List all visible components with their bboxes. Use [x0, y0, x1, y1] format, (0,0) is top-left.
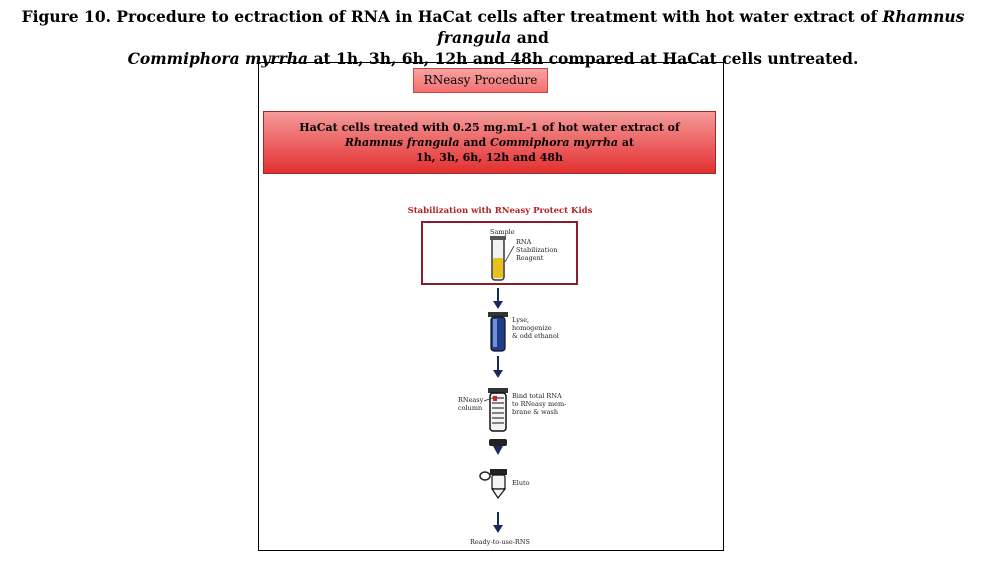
centrifuge-arrow-icon	[489, 439, 507, 455]
label-column: RNeasy column	[458, 396, 484, 412]
label-reagent: RNA Stabilization Reagent	[516, 238, 558, 262]
caption-line-1: Figure 10. Procedure to ectraction of RN…	[21, 7, 965, 47]
label-bind: Bind total RNA to RNeasy mem- brane & wa…	[512, 392, 567, 416]
column-pointer	[483, 397, 493, 402]
arrow-down-icon	[493, 512, 503, 533]
figure-caption: Figure 10. Procedure to ectraction of RN…	[0, 6, 986, 69]
caption-line-2: Commiphora myrrha at 1h, 3h, 6h, 12h and…	[127, 49, 859, 68]
diagram-frame	[258, 62, 724, 551]
elution-tube-icon	[479, 469, 507, 500]
label-elute: Eluto	[512, 479, 530, 487]
treatment-line-2: Rhamnus frangula and Commiphora myrrha a…	[344, 136, 635, 149]
procedure-title: RNeasy Procedure	[413, 68, 548, 93]
label-ready: Ready-to-use-RNS	[470, 538, 530, 546]
treatment-line-1: HaCat cells treated with 0.25 mg.mL-1 of…	[299, 121, 680, 134]
treatment-line-3: 1h, 3h, 6h, 12h and 48h	[415, 151, 564, 164]
arrow-down-icon	[493, 288, 503, 309]
arrow-down-icon	[493, 356, 503, 378]
sample-box	[421, 221, 578, 285]
treatment-box: HaCat cells treated with 0.25 mg.mL-1 of…	[263, 111, 716, 174]
label-lyse: Lyse, homogenize & odd ethanol	[512, 316, 559, 340]
lysis-tube-icon	[488, 312, 508, 352]
label-sample: Sample	[490, 228, 515, 236]
reagent-pointer	[504, 245, 515, 263]
stabilization-label: Stabilization with RNeasy Protect Kids	[407, 206, 593, 216]
sample-tube-icon	[490, 236, 506, 281]
spin-column-icon	[488, 388, 508, 432]
